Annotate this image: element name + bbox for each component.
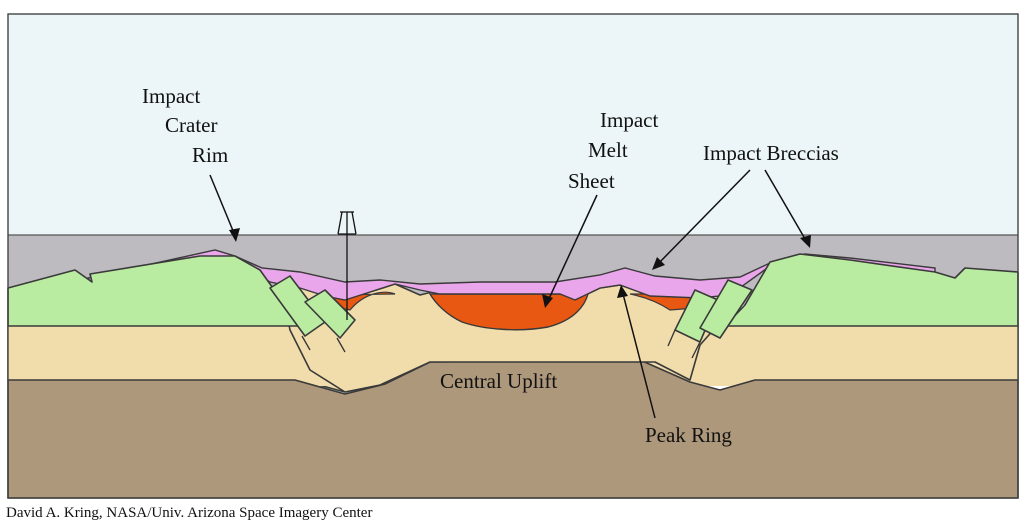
right-rim-block — [724, 253, 1019, 327]
label-arrows — [209, 169, 811, 419]
sky-layer — [8, 14, 1018, 236]
label-crater-rim-line2: Crater — [165, 113, 217, 137]
image-credit: David A. Kring, NASA/Univ. Arizona Space… — [6, 505, 372, 521]
label-melt-sheet-line1: Impact — [600, 108, 658, 132]
label-peak-ring: Peak Ring — [645, 423, 732, 447]
left-rim-block — [7, 255, 301, 327]
label-impact-breccias: Impact Breccias — [703, 141, 839, 165]
label-melt-sheet-line3: Sheet — [568, 169, 615, 193]
label-crater-rim-line3: Rim — [192, 143, 228, 167]
label-central-uplift: Central Uplift — [440, 369, 557, 393]
label-melt-sheet-line2: Melt — [588, 138, 628, 162]
left-slump-block-2 — [304, 289, 356, 339]
label-crater-rim-line1: Impact — [142, 84, 200, 108]
drill-rig-icon — [337, 211, 357, 320]
diagram-frame — [7, 13, 1019, 499]
right-slump-block-2 — [699, 279, 753, 339]
